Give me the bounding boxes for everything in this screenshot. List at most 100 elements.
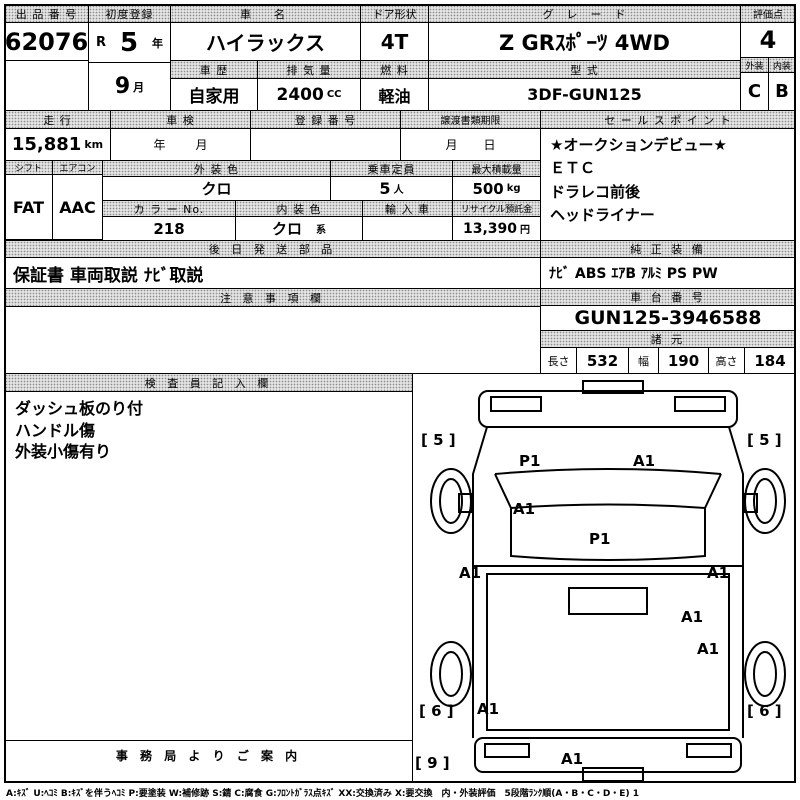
capacity-unit: 人 <box>393 185 404 196</box>
vehicle-top-view <box>430 380 786 782</box>
era-letter: R <box>96 35 107 50</box>
length-value: 532 <box>576 347 629 374</box>
wheel-front-left-inner <box>439 478 463 524</box>
color-no-label: カ ラ ー No. <box>102 200 236 217</box>
interior-grade-value: B <box>768 72 796 111</box>
legend-text: A:ｷｽﾞ U:ﾍｺﾐ B:ｷｽﾞを伴うﾍｺﾐ P:要塗装 W:補修跡 S:錆 … <box>6 789 639 799</box>
inspector-notes: ダッシュ板のり付 ハンドル傷 外装小傷有り <box>4 391 413 741</box>
height-value: 184 <box>744 347 796 374</box>
taillight-right <box>686 743 732 758</box>
shift-value: FAT <box>4 174 53 240</box>
sales-point: ドラレコ前後 <box>550 182 641 201</box>
capacity-value: 5 人 <box>330 176 453 201</box>
inspector-note: ハンドル傷 <box>15 420 96 440</box>
history-label: 車 歴 <box>170 60 258 79</box>
mirror-right <box>743 493 758 513</box>
registration-number-label: 登 録 番 号 <box>250 110 401 129</box>
later-shipped-parts-label: 後 日 発 送 部 品 <box>4 240 541 258</box>
first-registration-label: 初度登録 <box>88 4 171 23</box>
mileage-value: 15,881 km <box>4 128 111 161</box>
body-side-right <box>728 426 744 738</box>
inspection-month-unit: 月 <box>195 138 208 152</box>
interior-color-label: 内 装 色 <box>235 200 363 217</box>
inspector-note: ダッシュ板のり付 <box>15 399 144 418</box>
interior-color-value: クロ 系 <box>235 216 363 241</box>
damage-annotation: A1 <box>681 608 704 626</box>
wheel-front-right <box>744 468 786 534</box>
model-code-value: 3DF-GUN125 <box>428 78 741 111</box>
damage-annotation: A1 <box>459 564 482 582</box>
shift-label: シフト <box>4 160 53 175</box>
exterior-grade-label: 外装 <box>740 57 769 73</box>
mileage-label: 走 行 <box>4 110 111 129</box>
max-load-number: 500 <box>472 179 504 198</box>
inspection-label: 車 検 <box>110 110 251 129</box>
mileage-number: 15,881 <box>11 134 82 155</box>
wheel-rear-right-inner <box>753 651 777 697</box>
office-section: 事 務 局 よ り ご 案 内 <box>4 740 413 783</box>
sales-points-list: ★オークションデビュー★ ＥＴＣ ドラレコ前後 ヘッドライナー <box>540 128 796 241</box>
recycle-number: 13,390 <box>462 220 518 237</box>
displacement-number: 2400 <box>276 84 324 105</box>
door-shape-value: 4T <box>360 22 429 61</box>
chassis-no-label: 車 台 番 号 <box>540 288 796 306</box>
windshield-top <box>494 468 722 475</box>
interior-grade-label: 内装 <box>768 57 796 73</box>
windshield-pillar-left <box>494 473 512 509</box>
model-code-label: 型 式 <box>428 60 741 79</box>
door-shape-label: ドア形状 <box>360 4 429 23</box>
max-load-label: 最大積載量 <box>452 160 541 177</box>
auction-no-label: 出 品 番 号 <box>4 4 89 23</box>
grade-label: グ レ ー ド <box>428 4 741 23</box>
damage-annotation: A1 <box>477 700 500 718</box>
transfer-deadline-value: 月 日 <box>400 128 541 161</box>
recycle-deposit-label: リサイクル預託金 <box>452 200 541 217</box>
damage-annotation: A1 <box>561 750 584 768</box>
fuel-value: 軽油 <box>360 78 429 111</box>
bed-inner <box>486 573 730 731</box>
wheel-rear-left-inner <box>439 651 463 697</box>
genuine-equipment-value: ﾅﾋﾞ ABS ｴｱB ｱﾙﾐ PS PW <box>540 257 796 289</box>
recycle-unit: 円 <box>520 225 531 236</box>
height-label: 高さ <box>708 347 745 374</box>
inspector-note: 外装小傷有り <box>15 442 112 462</box>
first-registration-year: R 5 年 <box>88 22 171 63</box>
capacity-label: 乗車定員 <box>330 160 453 177</box>
interior-color-suffix: 系 <box>316 225 326 236</box>
reg-year: 5 <box>119 27 139 58</box>
exterior-grade-value: C <box>740 72 769 111</box>
width-label: 幅 <box>628 347 659 374</box>
rear-bumper <box>474 737 742 773</box>
windshield-pillar-right <box>704 473 722 509</box>
color-no-value: 218 <box>102 216 236 241</box>
damage-annotation: [ 5 ] <box>747 431 782 449</box>
aircon-label: エアコン <box>52 160 103 175</box>
sales-point: ヘッドライナー <box>550 205 655 224</box>
reg-month: 9 <box>114 74 131 99</box>
exterior-color-label: 外 装 色 <box>102 160 331 177</box>
office-label: 事 務 局 よ り ご 案 内 <box>115 749 302 763</box>
spec-label: 諸 元 <box>540 330 796 348</box>
auction-no-value: 62076 <box>4 22 89 61</box>
sales-points-label: セ ー ル ス ポ イ ン ト <box>540 110 796 129</box>
caution-value <box>4 306 541 374</box>
wheel-front-left <box>430 468 472 534</box>
damage-annotation: [ 9 ] <box>415 754 450 772</box>
damage-annotation: [ 6 ] <box>747 702 782 720</box>
grade-value: Z GRｽﾎﾟｰﾂ 4WD <box>428 22 741 61</box>
year-unit: 年 <box>151 36 163 50</box>
import-label: 輸 入 車 <box>362 200 453 217</box>
wheel-front-right-inner <box>753 478 777 524</box>
month-unit: 月 <box>133 80 145 94</box>
aircon-value: AAC <box>52 174 103 240</box>
mirror-left <box>458 493 473 513</box>
genuine-equipment-label: 純 正 装 備 <box>540 240 796 258</box>
caution-label: 注 意 事 項 欄 <box>4 288 541 307</box>
later-shipped-parts-value: 保証書 車両取説 ﾅﾋﾞ取説 <box>4 257 541 289</box>
max-load-value: 500 kg <box>452 176 541 201</box>
damage-annotation: P1 <box>589 530 611 548</box>
chassis-no-value: GUN125-3946588 <box>540 305 796 331</box>
car-name-value: ハイラックス <box>170 22 361 61</box>
